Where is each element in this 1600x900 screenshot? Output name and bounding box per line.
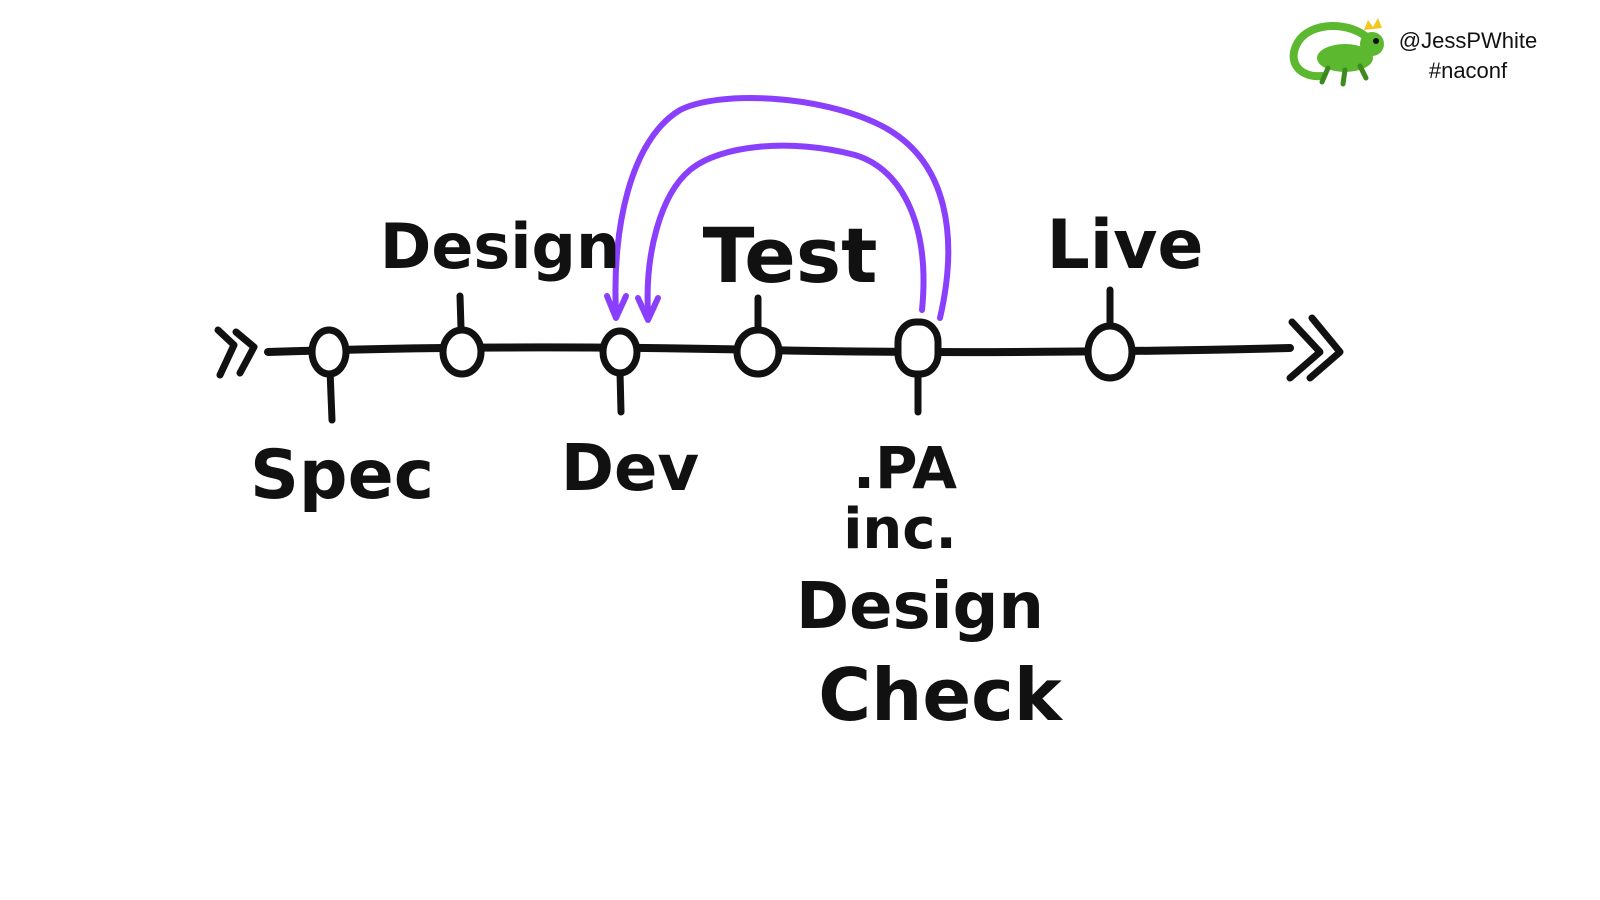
test-node (733, 326, 783, 378)
design-node (439, 326, 485, 378)
stage-label-design: Design (380, 210, 620, 283)
spec-node (308, 326, 350, 378)
stage-label-dev: Dev (561, 432, 699, 506)
outer-arrowhead-icon (604, 293, 629, 321)
dev-node (599, 327, 641, 377)
outer-feedback-arrow (612, 95, 952, 321)
stage-label-pa-check: Check (818, 653, 1064, 737)
right-chevrons-icon (1286, 314, 1344, 382)
stage-label-pa-design: Design (796, 570, 1044, 644)
inner-feedback-arrow (644, 142, 927, 315)
design-tick (456, 292, 465, 332)
twitter-handle: @JessPWhite (1399, 28, 1537, 53)
feedback-arrows (604, 95, 952, 323)
hashtag: #naconf (1429, 58, 1508, 83)
dev-tick (616, 368, 625, 416)
gecko-logo-icon (1289, 18, 1384, 87)
live-node (1084, 322, 1136, 382)
stage-label-test: Test (703, 211, 878, 300)
stage-label-live: Live (1046, 206, 1203, 285)
stage-label-pa: .PA (853, 434, 957, 502)
stage-label-pa-inc: inc. (843, 497, 957, 562)
spec-tick (326, 366, 336, 424)
inner-arrowhead-icon (635, 295, 661, 323)
left-chevrons-icon (214, 326, 258, 379)
stage-label-spec: Spec (250, 436, 434, 515)
pa-node (894, 318, 942, 378)
